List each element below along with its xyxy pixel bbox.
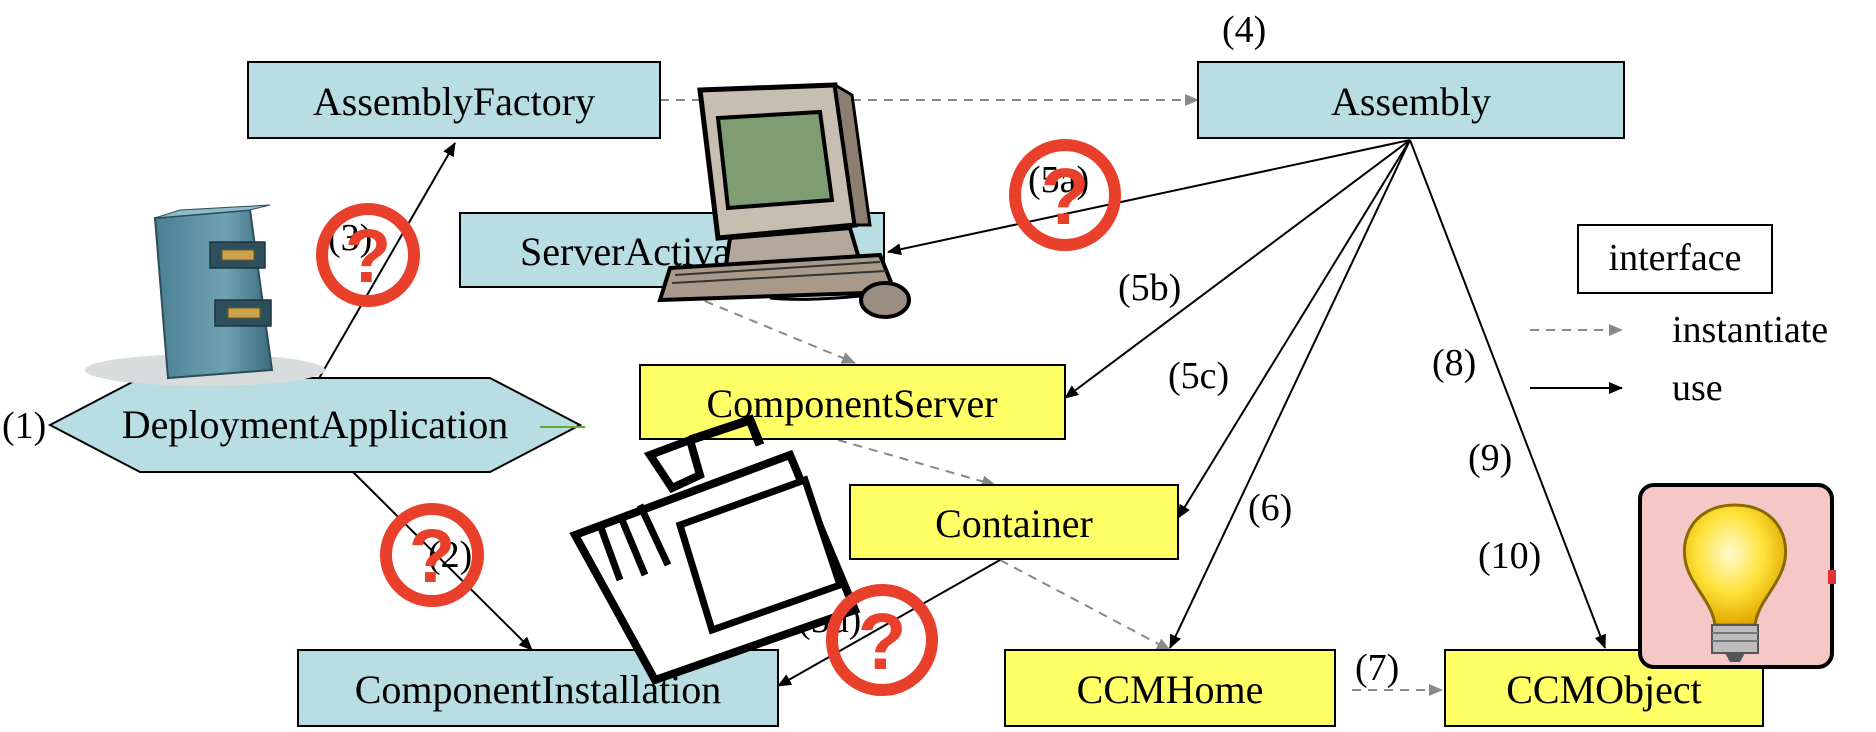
question-mark-icon: ?	[345, 214, 391, 299]
legend-interface-label: interface	[1609, 237, 1742, 279]
ccm-object-label: CCMObject	[1506, 667, 1702, 712]
step-2-label: (2)	[428, 534, 472, 576]
step-9-label: (9)	[1468, 437, 1512, 479]
step-8-label: (8)	[1432, 342, 1476, 384]
briefcase-icon	[569, 414, 861, 685]
arrow-assembly-container	[1177, 139, 1411, 519]
question-mark-badge-3: ?	[316, 203, 420, 307]
lightbulb-icon	[1638, 483, 1836, 669]
legend-interface-box	[1577, 224, 1773, 294]
question-mark-icon: ?	[409, 514, 455, 599]
arrow-container-ccmhome	[999, 559, 1171, 651]
node-ccm-home[interactable]: CCMHome	[1004, 649, 1336, 727]
assembly-factory-label: AssemblyFactory	[313, 79, 595, 124]
legend-instantiate-label: instantiate	[1672, 309, 1828, 351]
arrow-deployment-assemblyfactory	[317, 142, 456, 381]
file-cabinet-icon	[85, 204, 325, 386]
component-server-label: ComponentServer	[706, 381, 997, 426]
arrow-assembly-ccmhome	[1169, 139, 1411, 649]
arrow-assembly-ccmobject	[1409, 139, 1606, 649]
node-container[interactable]: Container	[849, 484, 1179, 560]
deployment-application-label: DeploymentApplication	[122, 402, 509, 447]
step-5b-label: (5b)	[1118, 267, 1181, 309]
computer-icon	[657, 82, 911, 319]
container-label: Container	[935, 501, 1093, 546]
arrow-assembly-componentserver	[1064, 139, 1411, 399]
legend: interface instantiate use	[1530, 224, 1828, 409]
question-mark-badge-2: ?	[380, 503, 484, 607]
question-mark-icon: ?	[1041, 152, 1090, 241]
node-deployment-application[interactable]: DeploymentApplication	[47, 377, 585, 473]
step-5c-label: (5c)	[1168, 355, 1229, 397]
node-assembly-factory[interactable]: AssemblyFactory	[247, 61, 661, 139]
assembly-label: Assembly	[1331, 79, 1491, 124]
node-component-server[interactable]: ComponentServer	[639, 364, 1066, 440]
step-1-label: (1)	[2, 405, 46, 447]
arrow-serveractivator-componentserver	[689, 294, 856, 364]
step-7-label: (7)	[1355, 647, 1399, 689]
arrow-componentserver-container	[837, 439, 996, 488]
node-assembly[interactable]: Assembly	[1197, 61, 1625, 139]
instantiate-arrows	[660, 94, 1443, 696]
arrow-deployment-componentinstallation	[352, 471, 533, 651]
ccm-home-label: CCMHome	[1077, 667, 1264, 712]
question-mark-badge-5d: ?	[826, 584, 938, 696]
legend-use-label: use	[1672, 367, 1723, 409]
question-mark-icon: ?	[858, 597, 907, 686]
step-4-label: (4)	[1222, 9, 1266, 51]
step-6-label: (6)	[1248, 487, 1292, 529]
question-mark-badge-5a: ?	[1009, 139, 1121, 251]
step-5a-label: (5a)	[1028, 159, 1089, 201]
arrow-container-componentinstallation	[777, 559, 1001, 687]
arrow-assembly-serveractivator	[887, 139, 1411, 256]
use-arrows	[317, 139, 1606, 687]
step-10-label: (10)	[1478, 535, 1541, 577]
